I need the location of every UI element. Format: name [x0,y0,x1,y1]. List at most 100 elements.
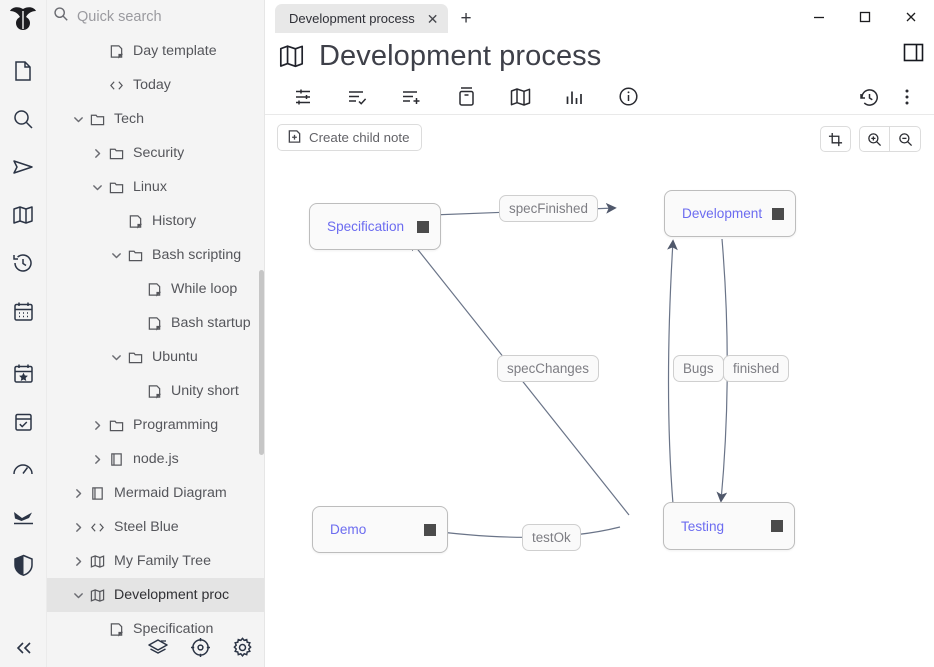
target-icon[interactable] [190,637,211,663]
create-child-note-button[interactable]: Create child note [277,124,422,151]
zoom-out-icon[interactable] [890,126,921,152]
sidebar-item-protected-session[interactable] [0,541,47,589]
tree-item-unity-short[interactable]: Unity short [47,374,265,408]
tree-item-label: Development proc [114,587,230,603]
edge-label-specChanges[interactable]: specChanges [497,355,599,382]
tree-item-while-loop[interactable]: While loop [47,272,265,306]
edge-label-testOk[interactable]: testOk [522,524,581,551]
note-settings-icon[interactable] [277,79,331,115]
node-resize-handle[interactable] [771,520,783,532]
diagram-node-spec[interactable]: Specification [309,203,441,250]
tree-item-node-js[interactable]: node.js [47,442,265,476]
note-title-row: Development process [265,33,934,79]
sidebar-item-calendar[interactable] [0,287,47,335]
chevron-right-icon[interactable] [89,145,106,162]
zoom-buttons [859,126,921,152]
collapse-sidebar-button[interactable] [0,640,47,661]
main-panel: Development process ✕ + [265,0,934,667]
chevron-down-icon[interactable] [108,349,125,366]
tree-item-security[interactable]: Security [47,136,265,170]
tree-item-bash-startup[interactable]: Bash startup [47,306,265,340]
tab-development-process[interactable]: Development process ✕ [275,4,449,33]
sidebar-item-dashboard[interactable] [0,445,47,493]
tree-item-steel-blue[interactable]: Steel Blue [47,510,265,544]
list-add-icon[interactable] [385,79,439,115]
note-toolbar [265,79,934,115]
edge-label-bugs[interactable]: Bugs [673,355,724,382]
edge-label-specFinished[interactable]: specFinished [499,195,598,222]
trilium-leaf-logo[interactable] [8,6,38,37]
sidebar-item-search[interactable] [0,95,47,143]
revision-history-icon[interactable] [850,79,888,115]
plane-icon [12,507,35,527]
node-resize-handle[interactable] [424,523,436,536]
sidebar-item-tasks[interactable] [0,397,47,445]
map-icon[interactable] [493,79,547,115]
sidebar-item-note-map[interactable] [0,191,47,239]
close-icon[interactable]: ✕ [426,10,439,27]
sidebar-item-day-template[interactable] [0,349,47,397]
tree-item-today[interactable]: Today [47,68,265,102]
sidebar-scrollbar[interactable] [259,270,264,455]
window-controls [796,0,934,33]
chevron-right-icon[interactable] [70,485,87,502]
code-icon [87,520,108,535]
chevron-down-icon[interactable] [108,247,125,264]
diagram-node-testing[interactable]: Testing [663,502,795,550]
tree-item-my-family-tree[interactable]: My Family Tree [47,544,265,578]
node-resize-handle[interactable] [772,207,784,220]
sidebar-item-jump-to[interactable] [0,143,47,191]
tree-item-ubuntu[interactable]: Ubuntu [47,340,265,374]
chevron-down-icon[interactable] [70,111,87,128]
minimize-icon[interactable] [796,0,842,33]
tree-item-mermaid-diagram[interactable]: Mermaid Diagram [47,476,265,510]
fit-to-screen-icon[interactable] [820,126,851,152]
chevron-right-icon[interactable] [70,553,87,570]
info-icon[interactable] [601,79,655,115]
chevron-down-icon[interactable] [89,179,106,196]
tree-item-programming[interactable]: Programming [47,408,265,442]
diagram-node-demo[interactable]: Demo [312,506,448,553]
layers-icon[interactable] [147,638,169,663]
tree-item-bash-scripting[interactable]: Bash scripting [47,238,265,272]
tree-item-label: Security [133,145,185,161]
chevron-right-icon[interactable] [89,451,106,468]
sidebar-item-recent-changes[interactable] [0,239,47,287]
diagram-subbar: Create child note [265,115,934,160]
tree-item-day-template[interactable]: Day template [47,34,265,68]
folder-icon [125,350,146,365]
zoom-in-icon[interactable] [859,126,890,152]
list-check-icon[interactable] [331,79,385,115]
sidebar-item-note[interactable] [0,47,47,95]
calendar-icon [13,301,34,322]
archive-icon[interactable] [439,79,493,115]
right-panel-icon[interactable] [903,42,924,68]
sidebar-item-travel[interactable] [0,493,47,541]
tree-item-label: While loop [171,281,238,297]
tree-item-development-proc[interactable]: Development proc [47,578,265,612]
chevron-down-icon[interactable] [70,587,87,604]
note-icon [106,44,127,59]
map-icon [12,205,34,225]
tree-item-specification[interactable]: Specification [47,612,265,646]
tree-item-history[interactable]: History [47,204,265,238]
folder-icon [106,146,127,161]
more-vertical-icon[interactable] [888,79,926,115]
tree-item-linux[interactable]: Linux [47,170,265,204]
add-note-icon [287,129,302,147]
chart-icon[interactable] [547,79,601,115]
node-resize-handle[interactable] [417,220,429,233]
gear-icon[interactable] [232,637,253,663]
chevron-right-icon[interactable] [89,417,106,434]
chevron-right-icon[interactable] [70,519,87,536]
edge-label-finished[interactable]: finished [723,355,790,382]
maximize-icon[interactable] [842,0,888,33]
quick-search[interactable]: Quick search [47,0,265,33]
node-label: Specification [327,219,405,234]
tree-item-label: History [152,213,197,229]
plus-icon[interactable]: + [460,8,472,29]
tree-item-tech[interactable]: Tech [47,102,265,136]
close-icon[interactable] [888,0,934,33]
diagram-node-development[interactable]: Development [664,190,796,237]
